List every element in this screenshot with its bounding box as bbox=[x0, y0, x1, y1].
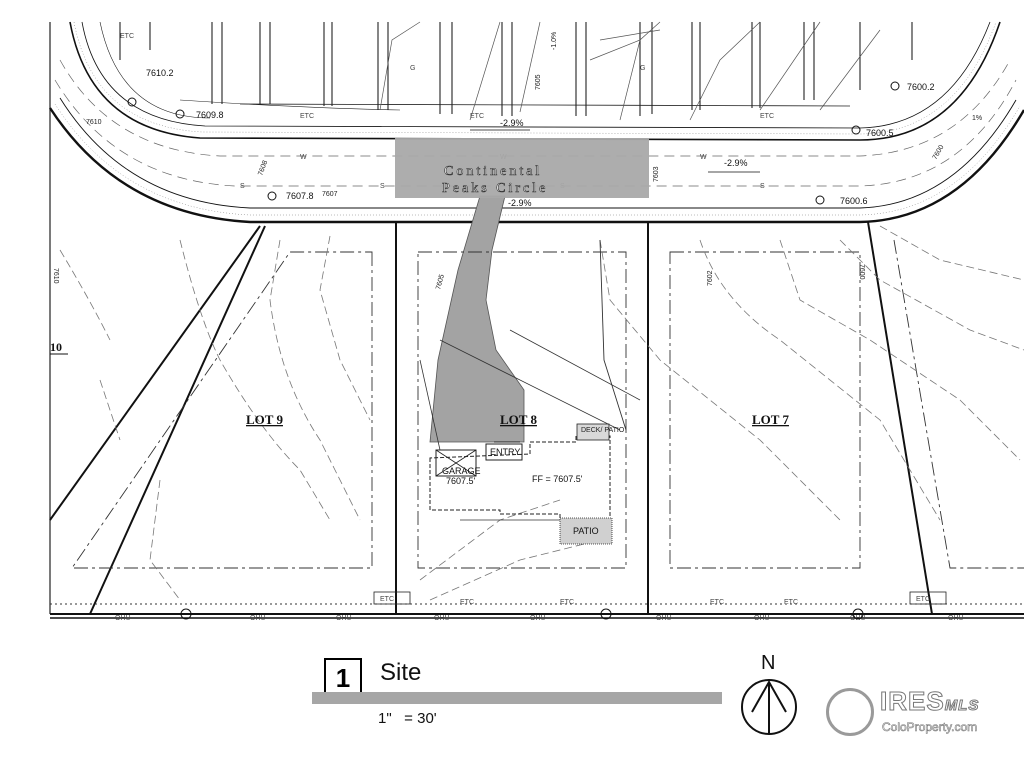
svg-text:-2.9%: -2.9% bbox=[508, 198, 532, 208]
street-right-of-way bbox=[48, 21, 1024, 224]
svg-text:OHU: OHU bbox=[250, 615, 266, 622]
svg-text:S: S bbox=[760, 183, 765, 190]
lot-lines bbox=[49, 221, 1024, 615]
svg-text:-1.0%: -1.0% bbox=[551, 32, 558, 50]
svg-text:7600.2: 7600.2 bbox=[907, 82, 935, 92]
setback-lines bbox=[50, 239, 1024, 605]
street-name-line1: Continental bbox=[444, 164, 542, 179]
svg-text:OHU: OHU bbox=[115, 615, 131, 622]
deck-patio-label: DECK/ PATIO bbox=[581, 427, 625, 434]
svg-text:W: W bbox=[300, 154, 307, 161]
svg-text:ETC: ETC bbox=[460, 599, 474, 606]
finished-floor: FF = 7607.5' bbox=[532, 474, 583, 484]
svg-text:ETC: ETC bbox=[470, 113, 484, 120]
svg-text:7610: 7610 bbox=[86, 119, 102, 126]
ires-watermark: IRESMLS ColoProperty.com bbox=[826, 686, 1022, 742]
svg-text:W: W bbox=[700, 154, 707, 161]
svg-text:1%: 1% bbox=[972, 115, 982, 122]
lot-10-label: 10 bbox=[50, 340, 62, 354]
svg-text:OHU: OHU bbox=[434, 615, 450, 622]
svg-text:7609.8: 7609.8 bbox=[196, 110, 224, 120]
scale-bar bbox=[312, 692, 722, 704]
svg-text:7607.8: 7607.8 bbox=[286, 191, 314, 201]
svg-text:7607: 7607 bbox=[322, 191, 338, 198]
svg-text:7600.6: 7600.6 bbox=[840, 196, 868, 206]
svg-text:S: S bbox=[240, 183, 245, 190]
watermark-brand: IRESMLS bbox=[880, 686, 980, 717]
svg-text:OHU: OHU bbox=[530, 615, 546, 622]
garage-elevation: 7607.5' bbox=[446, 476, 476, 486]
svg-text:7603: 7603 bbox=[653, 166, 660, 182]
svg-text:7608: 7608 bbox=[257, 160, 269, 177]
contour-labels: 7610 7610 7608 7607 7605 7603 7602 7600 … bbox=[52, 74, 946, 290]
watermark-site: ColoProperty.com bbox=[882, 720, 978, 735]
svg-text:ETC: ETC bbox=[120, 33, 134, 40]
svg-text:ETC: ETC bbox=[300, 113, 314, 120]
svg-text:G: G bbox=[410, 65, 415, 72]
svg-text:7600.5: 7600.5 bbox=[866, 128, 894, 138]
elevation-callouts: 7610.2 7609.8 7607.8 7600.2 7600.5 7600.… bbox=[127, 68, 935, 206]
north-arrow bbox=[741, 679, 797, 735]
north-label: N bbox=[761, 652, 776, 674]
svg-text:7600: 7600 bbox=[932, 144, 946, 161]
entry-label: ENTRY bbox=[490, 447, 520, 457]
svg-text:ETC: ETC bbox=[760, 113, 774, 120]
contour-lines bbox=[59, 225, 1024, 601]
drawing-title: Site bbox=[380, 659, 422, 686]
grade-callouts: -2.9% -2.9% -2.9% -1.0% 1% bbox=[470, 32, 982, 208]
north-lot-lines bbox=[119, 22, 913, 116]
svg-text:OHU: OHU bbox=[754, 615, 770, 622]
driveway bbox=[429, 195, 525, 443]
lot-8-label: LOT 8 bbox=[500, 412, 537, 427]
drawing-number: 1 bbox=[324, 658, 362, 698]
house-footprint bbox=[429, 435, 611, 521]
garage-label: GARAGE bbox=[442, 466, 481, 476]
svg-text:7602: 7602 bbox=[707, 270, 714, 286]
street-name-box bbox=[395, 138, 649, 198]
svg-text:ETC: ETC bbox=[380, 596, 394, 603]
svg-text:OHU: OHU bbox=[336, 615, 352, 622]
svg-text:7610.2: 7610.2 bbox=[146, 68, 174, 78]
patio-label: PATIO bbox=[573, 526, 599, 536]
svg-text:S: S bbox=[380, 183, 385, 190]
rear-patio bbox=[559, 517, 613, 545]
svg-text:OHU: OHU bbox=[656, 615, 672, 622]
svg-text:-2.9%: -2.9% bbox=[724, 158, 748, 168]
lot-7-label: LOT 7 bbox=[752, 412, 789, 427]
svg-text:7600: 7600 bbox=[858, 264, 865, 280]
svg-text:7605: 7605 bbox=[535, 74, 542, 90]
svg-text:ETC: ETC bbox=[916, 596, 930, 603]
street-name-line2: Peaks Circle bbox=[442, 181, 548, 196]
scale-text: 1" = 30' bbox=[378, 710, 437, 727]
svg-text:OHU: OHU bbox=[948, 615, 964, 622]
svg-text:7605: 7605 bbox=[435, 274, 446, 291]
overhead-utility: OHU OHU OHU OHU OHU OHU OHU OHU OHU ETC … bbox=[50, 33, 1024, 622]
lot-9-label: LOT 9 bbox=[246, 412, 283, 427]
svg-text:ETC: ETC bbox=[560, 599, 574, 606]
house-logo-icon bbox=[826, 688, 874, 736]
svg-text:ETC: ETC bbox=[710, 599, 724, 606]
svg-text:ETC: ETC bbox=[784, 599, 798, 606]
svg-text:G: G bbox=[640, 65, 645, 72]
svg-text:-2.9%: -2.9% bbox=[500, 118, 524, 128]
deck-patio bbox=[576, 423, 610, 441]
svg-text:7610: 7610 bbox=[52, 268, 59, 284]
